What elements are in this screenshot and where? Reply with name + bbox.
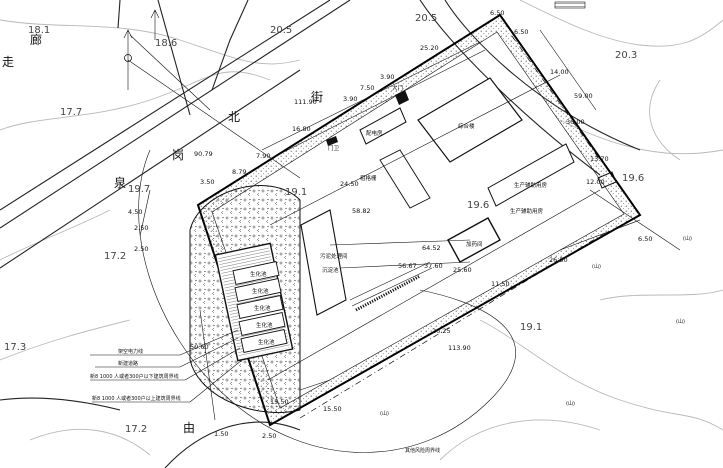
- elevation-label: 19.6: [467, 200, 489, 211]
- dimension-lines: [139, 29, 681, 421]
- legend-item: 新建道路: [118, 360, 138, 367]
- hill-mark: (山): [676, 318, 685, 325]
- dimension-label: 24.50: [340, 180, 359, 188]
- dimension-label: 58.82: [352, 207, 371, 215]
- dimension-label: 26.50: [549, 256, 568, 264]
- building-label: 沉淀池: [322, 266, 339, 274]
- dimension-label: 7.50: [360, 84, 374, 92]
- hill-marks: (山) (山) (山) (山) (山): [380, 235, 692, 417]
- building-label: 综合楼: [458, 122, 475, 130]
- hill-mark: (山): [566, 400, 575, 407]
- street-char: 廊: [30, 32, 42, 47]
- dimension-label: 56.67: [398, 262, 417, 270]
- elevation-labels: 18.1 18.6 20.5 20.5 20.3 17.7 19.1 19.6 …: [4, 13, 644, 435]
- dimension-label: 25.60: [453, 266, 472, 274]
- dimension-label: 4.50: [128, 208, 142, 216]
- dimension-label: 90.79: [194, 150, 213, 158]
- dimension-label: 64.52: [422, 244, 441, 252]
- elevation-label: 18.6: [155, 38, 177, 49]
- street-char: 北: [228, 110, 240, 124]
- building-label: 生化池: [258, 338, 275, 346]
- elevation-label: 17.2: [104, 251, 126, 262]
- building-label: 生化池: [250, 270, 267, 278]
- building-label: 配电房: [366, 129, 383, 137]
- building-labels: 综合楼 生产辅助用房 加药间 生产辅助用房 污泥处理间 沉淀池 生化池 生化池 …: [250, 84, 548, 346]
- protection-arc: [138, 149, 516, 453]
- dimension-label: 13.70: [590, 155, 609, 163]
- street-char: 街: [311, 90, 323, 104]
- dimension-label: 6.50: [514, 28, 528, 36]
- elevation-label: 17.3: [4, 342, 26, 353]
- elevation-label: 20.5: [415, 13, 437, 24]
- street-char: 走: [2, 55, 14, 69]
- dimension-label: 15.50: [323, 405, 342, 413]
- buildings: [267, 74, 617, 381]
- dimension-label: 11.50: [491, 280, 510, 288]
- dimension-label: 113.90: [448, 344, 471, 352]
- legend-item: 新8 1000 人或者300户以上建筑周界线: [92, 395, 181, 402]
- building-label: 加药间: [466, 240, 483, 248]
- dimension-label: 7.90: [256, 152, 270, 160]
- street-char: 由: [183, 421, 195, 435]
- dimension-label: 6.50: [638, 235, 652, 243]
- hill-mark: (山): [380, 410, 389, 417]
- dimension-label: 3.90: [343, 95, 357, 103]
- building-label: 生产辅助用房: [510, 207, 544, 215]
- dimension-label: 2.50: [262, 432, 276, 440]
- legend-item: 新8 1000 人或者300户以下建筑周界线: [90, 373, 179, 380]
- dimension-label: 14.00: [550, 68, 569, 76]
- legend: 架空电力线 新建道路 新8 1000 人或者300户以下建筑周界线 新8 100…: [90, 329, 243, 403]
- building-label: 污泥处理间: [320, 252, 348, 260]
- dimension-label: 111.90: [294, 98, 317, 106]
- dimension-label: 59.00: [574, 92, 593, 100]
- elevation-label: 19.1: [285, 187, 307, 198]
- bottom-note: 其他风险周界线: [405, 447, 440, 454]
- hill-mark: (山): [683, 235, 692, 242]
- elevation-label: 20.5: [270, 25, 292, 36]
- elevation-label: 19.7: [128, 184, 150, 195]
- tank-stack: [232, 261, 288, 353]
- elevation-label: 17.2: [125, 424, 147, 435]
- building-label: 生产辅助用房: [514, 181, 548, 189]
- dimension-label: 16.80: [292, 125, 311, 133]
- north-marker: [123, 9, 160, 90]
- building-label: 门卫: [328, 144, 340, 152]
- building-label: 生化池: [254, 304, 271, 312]
- building-label: 大门: [392, 84, 403, 92]
- dimension-label: 1.50: [214, 430, 228, 438]
- street-names: 走 廊 街 北 岗 泉 由: [2, 32, 323, 435]
- street-char: 岗: [172, 148, 184, 162]
- dimension-label: 2.50: [134, 224, 148, 232]
- dimension-label: 3.50: [200, 178, 214, 186]
- dimension-label: 12.00: [586, 178, 605, 186]
- dimension-label: 6.50: [490, 9, 504, 17]
- dimension-label: 15.50: [270, 398, 289, 406]
- elevation-label: 17.7: [60, 107, 82, 118]
- legend-item: 架空电力线: [118, 348, 143, 355]
- elevation-label: 20.3: [615, 50, 637, 61]
- dimension-label: 37.60: [424, 262, 443, 270]
- dimension-label: 25.20: [420, 44, 439, 52]
- title-marker: [554, 1, 586, 9]
- building-label: 生化池: [256, 321, 273, 329]
- elevation-label: 18.1: [28, 25, 50, 36]
- street-char: 泉: [114, 176, 126, 190]
- dimension-label: 8.79: [232, 168, 246, 176]
- dimension-label: 26.25: [432, 327, 451, 335]
- elevation-label: 19.6: [622, 173, 644, 184]
- dimension-label: 30.00: [566, 118, 585, 126]
- dimension-label: 2.50: [134, 245, 148, 253]
- building-label: 生化池: [252, 287, 269, 295]
- elevation-label: 19.1: [520, 322, 542, 333]
- dimension-label: 3.90: [380, 73, 394, 81]
- building-label: 粗格栅: [360, 174, 377, 182]
- hill-mark: (山): [592, 263, 601, 270]
